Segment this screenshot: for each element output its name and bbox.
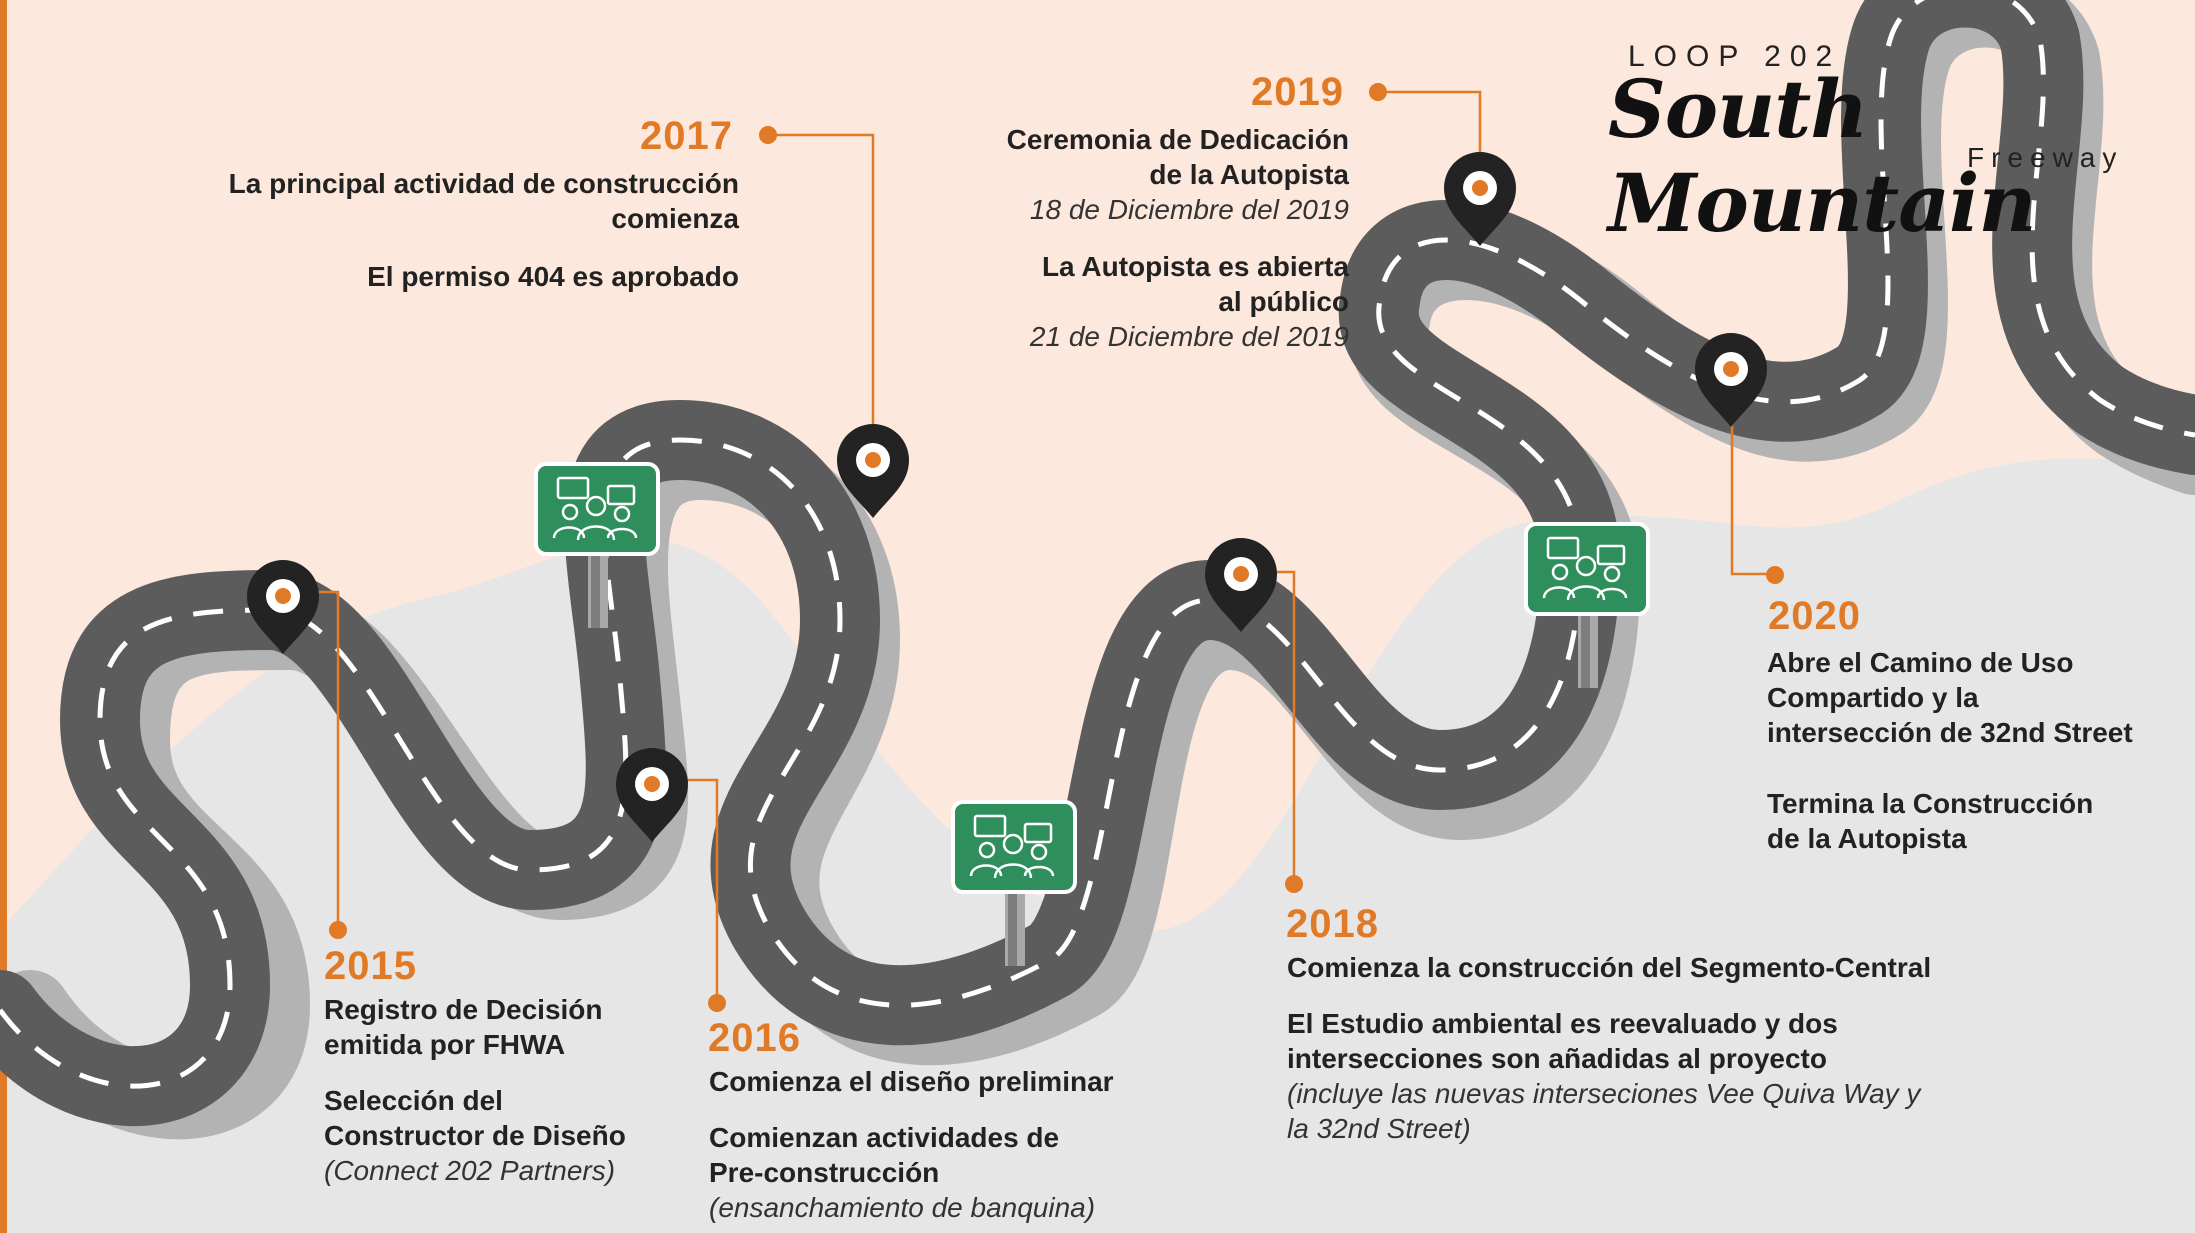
text-2015-line4: Constructor de Diseño: [324, 1120, 626, 1151]
text-2016-line1: Comienza el diseño preliminar: [709, 1066, 1114, 1097]
text-2019-line1: Ceremonia de Dedicación: [1006, 124, 1349, 155]
connector-2020: [1730, 370, 1775, 576]
dot-2020: [1766, 566, 1784, 584]
connector-2017: [770, 133, 875, 440]
logo-south-mountain: South Mountain: [1608, 62, 2037, 250]
year-2018: 2018: [1286, 902, 1379, 946]
text-2015-line1: Registro de Decisión: [324, 994, 603, 1025]
text-2019-line3: La Autopista es abierta: [1041, 251, 1349, 282]
text-2018-line1: Comienza la construcción del Segmento-Ce…: [1287, 952, 1932, 983]
text-2019-date2: 21 de Diciembre del 2019: [1029, 321, 1349, 352]
year-2019: 2019: [1251, 70, 1344, 114]
text-2015-line2: emitida por FHWA: [324, 1029, 566, 1060]
text-2015-note: (Connect 202 Partners): [324, 1155, 616, 1186]
text-2020-line4: Termina la Construcción: [1767, 788, 2094, 819]
dot-2018: [1285, 875, 1303, 893]
logo-loop-202: LOOP 202: [1628, 40, 1842, 73]
text-2018-note1: (incluye las nuevas interseciones Vee Qu…: [1287, 1078, 1921, 1109]
text-2018-note2: la 32nd Street): [1287, 1113, 1471, 1144]
logo-freeway: Freeway: [1967, 142, 2124, 173]
text-2015-line3: Selección del: [324, 1085, 503, 1116]
text-2020-line3: intersección de 32nd Street: [1767, 717, 2133, 748]
left-accent-bar: [0, 0, 7, 1233]
text-2020-line1: Abre el Camino de Uso: [1767, 647, 2074, 678]
text-2016-note: (ensanchamiento de banquina): [709, 1192, 1096, 1223]
connector-2019: [1380, 90, 1482, 180]
dot-2019: [1369, 83, 1387, 101]
year-2015: 2015: [324, 944, 417, 988]
text-2017-line1: La principal actividad de construcción: [228, 168, 739, 199]
dot-2017: [759, 126, 777, 144]
text-2018-line2: El Estudio ambiental es reevaluado y dos: [1287, 1008, 1838, 1039]
year-2017: 2017: [640, 114, 733, 158]
text-2018-line3: intersecciones son añadidas al proyecto: [1287, 1043, 1827, 1074]
text-2017-line3: El permiso 404 es aprobado: [367, 261, 739, 292]
text-2020-line2: Compartido y la: [1767, 682, 1979, 713]
text-2016-line3: Pre-construcción: [709, 1157, 940, 1188]
dot-2016: [708, 994, 726, 1012]
text-2019-date1: 18 de Diciembre del 2019: [1029, 194, 1349, 225]
lower-background: [0, 458, 2195, 1233]
text-2017-line2: comienza: [611, 203, 739, 234]
text-2016-line2: Comienzan actividades de: [709, 1122, 1060, 1153]
year-2016: 2016: [708, 1016, 801, 1060]
text-2020-line5: de la Autopista: [1767, 823, 1967, 854]
connector-dots: [329, 83, 1784, 1012]
text-2019-line4: al público: [1218, 286, 1349, 317]
year-2020: 2020: [1768, 594, 1861, 638]
dot-2015: [329, 921, 347, 939]
text-2019-line2: de la Autopista: [1149, 159, 1349, 190]
